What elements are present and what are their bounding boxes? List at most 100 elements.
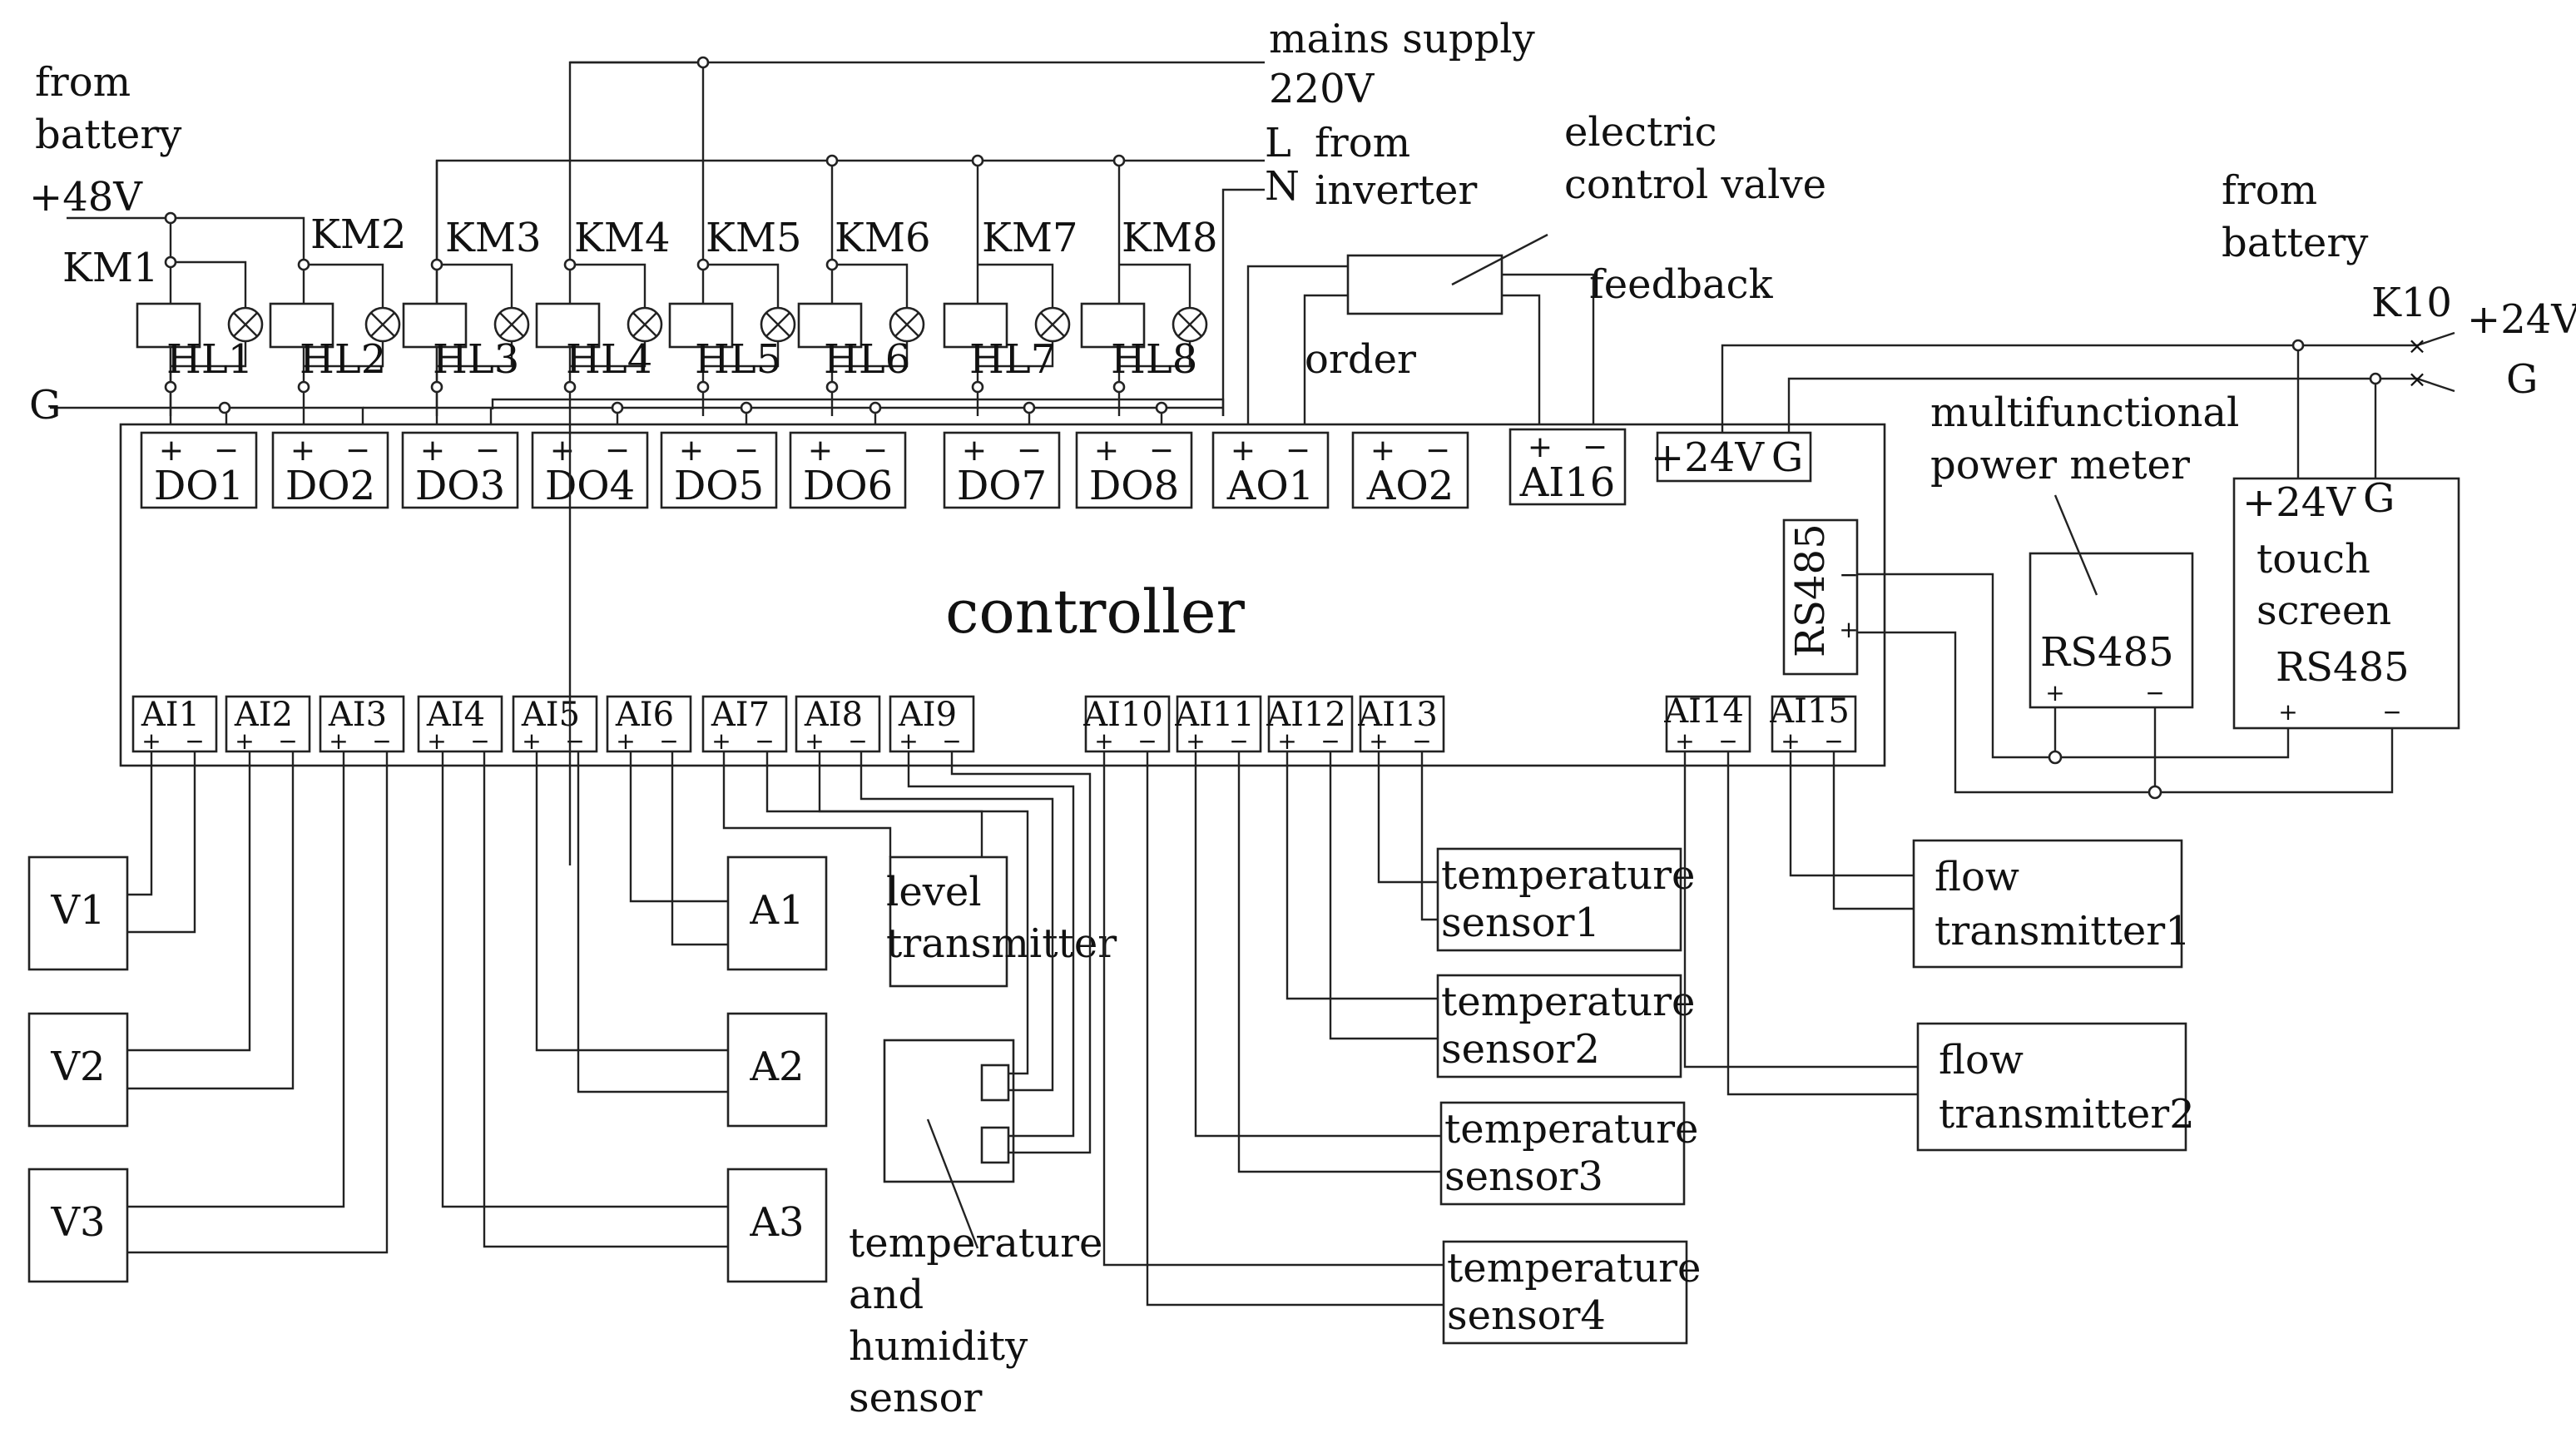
from-inverter-label: from [1315, 120, 1410, 166]
km-coil-2 [269, 302, 334, 349]
bottom-port-AI2: AI2+− [225, 695, 311, 755]
svg-text:power meter: power meter [1930, 442, 2190, 488]
svg-text:−: − [942, 727, 961, 755]
svg-text:V3: V3 [50, 1199, 105, 1246]
svg-text:KM6: KM6 [835, 215, 931, 261]
svg-text:HL5: HL5 [695, 336, 781, 383]
svg-text:RS485: RS485 [1787, 523, 1834, 657]
svg-text:RS485: RS485 [2276, 644, 2410, 691]
km-coil-5 [668, 302, 734, 349]
svg-text:−: − [475, 434, 500, 468]
svg-text:−: − [1137, 727, 1157, 755]
bottom-port-AI9: AI9+− [889, 695, 975, 755]
svg-text:−: − [1718, 727, 1737, 755]
svg-text:transmitter2: transmitter2 [1939, 1091, 2195, 1138]
svg-text:DO8: DO8 [1089, 463, 1179, 509]
top-port-DO6: + − DO6 [789, 431, 907, 509]
svg-text:sensor4: sensor4 [1447, 1292, 1606, 1339]
controller-label: controller [945, 577, 1245, 647]
svg-text:sensor: sensor [849, 1375, 982, 1421]
N-label: N [1265, 163, 1300, 210]
plus48-label: +48V [29, 174, 143, 221]
svg-text:+: + [962, 434, 987, 468]
svg-text:+24V: +24V [1651, 434, 1765, 481]
svg-text:temperature: temperature [1444, 1106, 1698, 1153]
bottom-port-AI3: AI3+− [319, 695, 405, 755]
svg-text:−: − [1583, 430, 1608, 464]
bottom-port-AI5: AI5+− [512, 695, 598, 755]
svg-text:battery: battery [2222, 220, 2368, 266]
svg-text:+: + [235, 727, 254, 755]
svg-text:−: − [1320, 727, 1340, 755]
bottom-port-AI12: AI12+− [1266, 695, 1354, 755]
svg-text:−: − [1839, 561, 1858, 588]
junction-dots [164, 56, 1168, 414]
svg-text:−: − [185, 727, 204, 755]
relay-unit-5: KM5 HL5 [668, 215, 802, 383]
relay-unit-7: KM7 HL7 [943, 215, 1078, 383]
svg-text:temperature: temperature [1441, 979, 1695, 1025]
svg-text:G: G [2363, 475, 2395, 522]
svg-text:HL7: HL7 [969, 336, 1056, 383]
svg-text:V1: V1 [50, 887, 105, 934]
svg-text:×: × [2407, 365, 2426, 393]
svg-text:+: + [1094, 434, 1119, 468]
bottom-port-AI8: AI8+− [795, 695, 881, 755]
svg-text:KM2: KM2 [310, 211, 407, 258]
top-port-DO3: + − DO3 [401, 431, 519, 509]
svg-text:AO2: AO2 [1366, 463, 1454, 509]
svg-text:−: − [1412, 727, 1431, 755]
touch-screen: +24V G touch screen RS485 + − [2232, 475, 2460, 730]
bottom-port-AI13: AI13+− [1357, 695, 1445, 755]
svg-text:+: + [1369, 727, 1388, 755]
svg-text:+: + [427, 727, 446, 755]
svg-text:DO6: DO6 [803, 463, 893, 509]
bottom-port-AI1: AI1+− [131, 695, 218, 755]
svg-text:−: − [345, 434, 370, 468]
svg-text:flow: flow [1939, 1037, 2024, 1083]
from-battery-label: from [35, 59, 131, 106]
temp-humidity-sensor: temperature and humidity sensor [818, 751, 1102, 1421]
top-port-DO8: + − DO8 [1075, 431, 1193, 509]
svg-text:−: − [2145, 679, 2164, 707]
do-minus-wires [225, 408, 1163, 424]
svg-text:from: from [2222, 167, 2317, 214]
top-port-DO2: + − DO2 [271, 431, 389, 509]
svg-text:AI11: AI11 [1174, 696, 1255, 734]
svg-text:+: + [679, 434, 704, 468]
svg-text:HL8: HL8 [1111, 336, 1197, 383]
svg-text:inverter: inverter [1315, 167, 1477, 214]
svg-text:transmitter: transmitter [886, 920, 1117, 967]
power-meter: multifunctional power meter RS485 + − [1930, 389, 2239, 709]
svg-text:+24V: +24V [2242, 479, 2356, 526]
svg-text:+: + [159, 434, 184, 468]
svg-text:V2: V2 [50, 1044, 105, 1090]
svg-text:−: − [1824, 727, 1843, 755]
svg-text:KM1: KM1 [62, 245, 159, 291]
svg-text:K10: K10 [2371, 280, 2452, 326]
svg-text:+: + [1094, 727, 1113, 755]
svg-text:KM8: KM8 [1122, 215, 1218, 261]
bottom-port-AI11: AI11+− [1174, 695, 1262, 755]
svg-text:AI13: AI13 [1357, 696, 1438, 734]
svg-text:feedback: feedback [1589, 261, 1774, 308]
controller-rs485-port: RS485 − + [1782, 518, 1859, 676]
svg-text:level: level [886, 869, 982, 915]
svg-text:+: + [141, 727, 161, 755]
svg-text:−: − [372, 727, 391, 755]
svg-text:HL3: HL3 [433, 336, 519, 383]
svg-text:order: order [1305, 336, 1416, 383]
top-port-DO4: + − DO4 [531, 431, 649, 509]
svg-text:temperature: temperature [849, 1220, 1102, 1267]
svg-text:+: + [2278, 698, 2297, 726]
battery-k10: from battery K10 +24V G × × [1721, 167, 2576, 479]
svg-text:DO1: DO1 [154, 463, 244, 509]
svg-text:sensor3: sensor3 [1444, 1153, 1603, 1200]
svg-text:−: − [1286, 434, 1310, 468]
relay-unit-3: KM3 HL3 [402, 161, 542, 424]
svg-text:AI8: AI8 [804, 696, 863, 734]
rs485-wiring [1857, 573, 2394, 800]
svg-text:A3: A3 [749, 1199, 804, 1246]
bottom-ports: AI1+− AI2+− AI3+− AI4+− AI5+− AI6+− AI7+… [131, 692, 1857, 755]
electric-control-valve: electric control valve order feedback [1246, 109, 1826, 424]
